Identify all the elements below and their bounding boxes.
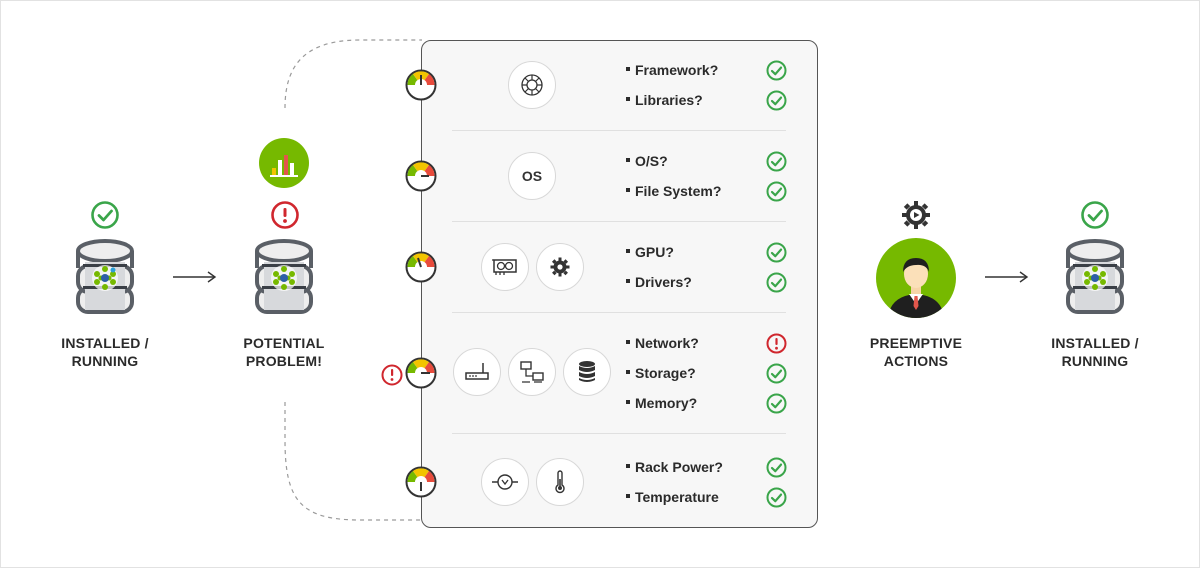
server-database-icon (1066, 239, 1124, 314)
status-libraries-icon (766, 90, 787, 111)
gauge-icon (405, 251, 437, 283)
network-component-badge (508, 348, 556, 396)
gauge-icon (405, 69, 437, 101)
check-item-drivers: Drivers? (626, 273, 692, 291)
check-item-label: O/S? (635, 153, 668, 169)
check-item-network: Network? (626, 334, 699, 352)
status-storage-icon (766, 363, 787, 384)
check-item-label: Storage? (635, 365, 696, 381)
section-divider (452, 312, 786, 313)
gpu-component-badge (481, 243, 529, 291)
check-item-libraries: Libraries? (626, 91, 703, 109)
stage-label-line1: PREEMPTIVE (869, 335, 963, 351)
server-database-icon (76, 239, 134, 314)
stage-label-line2: RUNNING (71, 353, 139, 369)
monitoring-chart-icon (259, 138, 309, 188)
thermometer-icon (555, 470, 565, 494)
status-os-icon (766, 151, 787, 172)
framework-icon (521, 74, 543, 96)
stage-label-line2: ACTIONS (883, 353, 949, 369)
os-component-badge: OS (508, 152, 556, 200)
ok-check-icon (91, 201, 119, 229)
check-item-label: File System? (635, 183, 722, 199)
stage-preemptive-label: PREEMPTIVE ACTIONS (856, 334, 976, 370)
storage-database-icon (579, 361, 595, 382)
check-item-gpu: GPU? (626, 243, 674, 261)
status-memory-icon (766, 393, 787, 414)
status-framework-icon (766, 60, 787, 81)
check-item-rack-power: Rack Power? (626, 458, 723, 476)
power-component-badge (481, 458, 529, 506)
status-temperature-icon (766, 487, 787, 508)
check-item-storage: Storage? (626, 364, 696, 382)
network-computers-icon (520, 361, 544, 383)
stage-label-line1: POTENTIAL (243, 335, 325, 351)
gauge-icon (405, 357, 437, 389)
power-meter-icon (492, 474, 518, 490)
arrow-right-icon (985, 271, 1029, 283)
stage-label-line1: INSTALLED / (61, 335, 149, 351)
section-divider (452, 433, 786, 434)
storage-component-badge (563, 348, 611, 396)
server-database-icon (255, 239, 313, 314)
temperature-component-badge (536, 458, 584, 506)
router-icon (465, 363, 489, 380)
stage-potential-label: POTENTIAL PROBLEM! (224, 334, 344, 370)
os-badge-text: OS (521, 168, 543, 184)
stage-installed-label: INSTALLED / RUNNING (45, 334, 165, 370)
stage-label-line2: PROBLEM! (245, 353, 323, 369)
driver-component-badge (536, 243, 584, 291)
check-item-temperature: Temperature (626, 488, 719, 506)
stage-label-line1: INSTALLED / (1051, 335, 1139, 351)
section-divider (452, 221, 786, 222)
check-item-label: Rack Power? (635, 459, 723, 475)
automation-gear-play-icon (902, 201, 930, 229)
warning-alert-icon (271, 201, 299, 229)
gear-icon (550, 257, 570, 277)
arrow-right-icon (173, 271, 217, 283)
framework-component-badge (508, 61, 556, 109)
warning-alert-icon (381, 364, 403, 386)
check-item-file-system: File System? (626, 182, 721, 200)
diagnostics-panel (421, 40, 818, 528)
gpu-card-icon (492, 259, 517, 275)
status-drivers-icon (766, 272, 787, 293)
check-item-label: Network? (635, 335, 699, 351)
check-item-label: Memory? (635, 395, 698, 411)
status-file-system-icon (766, 181, 787, 202)
check-item-label: GPU? (635, 244, 674, 260)
status-rack-power-icon (766, 457, 787, 478)
stage-installed-label: INSTALLED / RUNNING (1035, 334, 1155, 370)
router-component-badge (453, 348, 501, 396)
check-item-label: Drivers? (635, 274, 692, 290)
ok-check-icon (1081, 201, 1109, 229)
status-network-icon (766, 333, 787, 354)
check-item-label: Temperature (635, 489, 719, 505)
check-item-label: Libraries? (635, 92, 703, 108)
operator-avatar (876, 238, 956, 318)
gauge-icon (405, 160, 437, 192)
section-divider (452, 130, 786, 131)
gauge-icon (405, 466, 437, 498)
status-gpu-icon (766, 242, 787, 263)
check-item-os: O/S? (626, 152, 668, 170)
check-item-framework: Framework? (626, 61, 718, 79)
check-item-memory: Memory? (626, 394, 697, 412)
stage-label-line2: RUNNING (1061, 353, 1129, 369)
check-item-label: Framework? (635, 62, 719, 78)
